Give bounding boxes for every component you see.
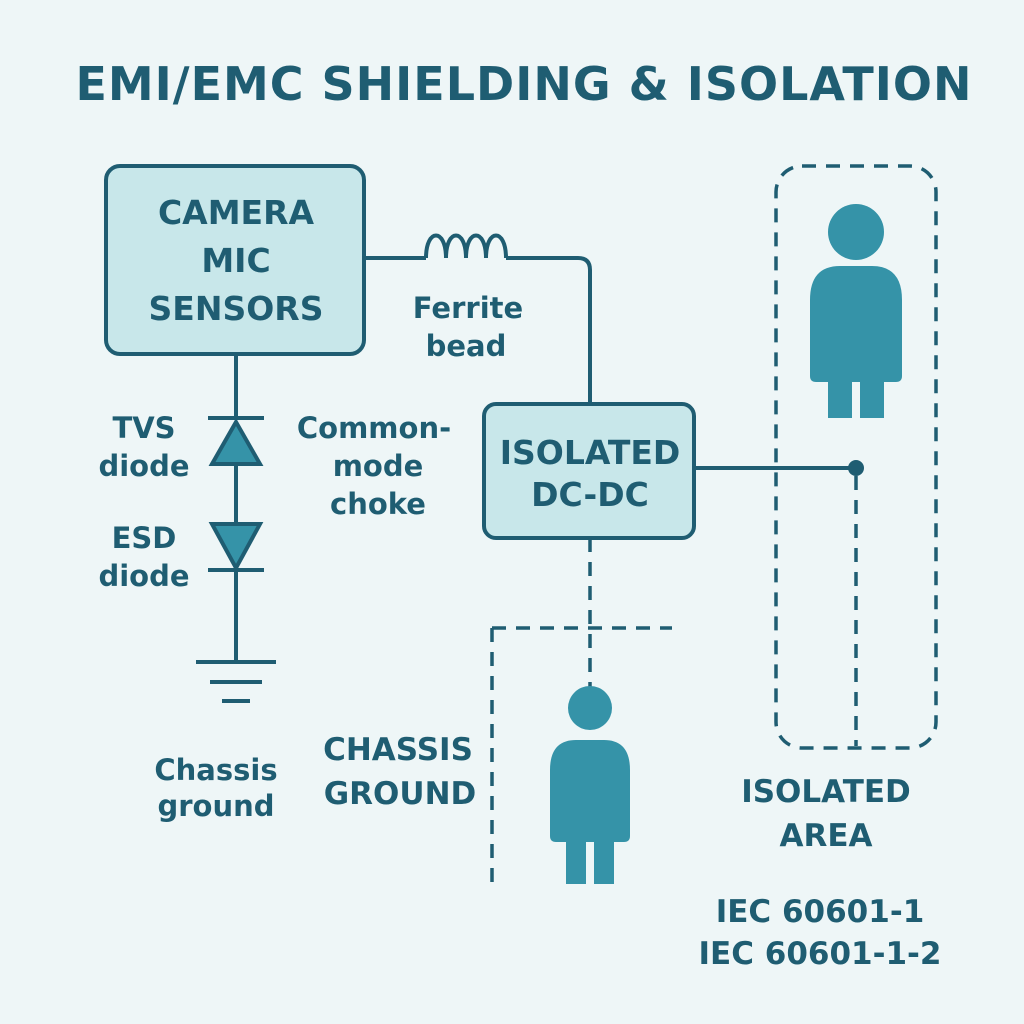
sensor-box-label-mic: MIC [201, 241, 270, 280]
person-icon [550, 686, 630, 884]
isolated-area-boundary [774, 164, 938, 750]
sensor-box: CAMERA MIC SENSORS [104, 164, 366, 356]
choke-label-line1: Common- [297, 411, 451, 445]
ferrite-label-line2: bead [426, 329, 507, 363]
dcdc-box-label-dcdc: DC-DC [531, 475, 649, 514]
esd-label-line1: ESD [112, 521, 177, 555]
isolated-person-icon [810, 204, 902, 418]
sensor-box-label-camera: CAMERA [158, 193, 315, 232]
dcdc-box: ISOLATED DC-DC [482, 402, 696, 540]
wire-ferrite-to-dcdc [506, 256, 592, 404]
chassis-ground-big-label-line2: GROUND [324, 776, 477, 812]
isolated-area-label-line2: AREA [779, 818, 872, 854]
esd-diode-icon [208, 522, 264, 573]
ferrite-label-line1: Ferrite [413, 291, 523, 325]
chassis-ground-label-line1: Chassis [154, 753, 277, 787]
dcdc-box-label-isolated: ISOLATED [500, 433, 681, 472]
tvs-diode-icon [208, 417, 264, 466]
choke-label-line2: mode [333, 449, 424, 483]
chassis-ground-big-label-line1: CHASSIS [323, 732, 473, 768]
ferrite-bead-coil-icon [424, 233, 508, 259]
sensor-box-label-sensors: SENSORS [149, 289, 324, 328]
standard-iec-60601-1: IEC 60601-1 [716, 894, 925, 930]
tvs-label-line1: TVS [112, 411, 175, 445]
chassis-ground-icon [196, 660, 276, 703]
esd-label-line2: diode [98, 559, 189, 593]
isolated-area-label-line1: ISOLATED [741, 774, 911, 810]
junction-dot [848, 460, 864, 476]
choke-label-line3: choke [330, 487, 426, 521]
diagram-title: EMI/EMC SHIELDING & ISOLATION [75, 57, 972, 111]
chassis-ground-label-line2: ground [157, 789, 274, 823]
tvs-label-line2: diode [98, 449, 189, 483]
standard-iec-60601-1-2: IEC 60601-1-2 [699, 936, 942, 972]
